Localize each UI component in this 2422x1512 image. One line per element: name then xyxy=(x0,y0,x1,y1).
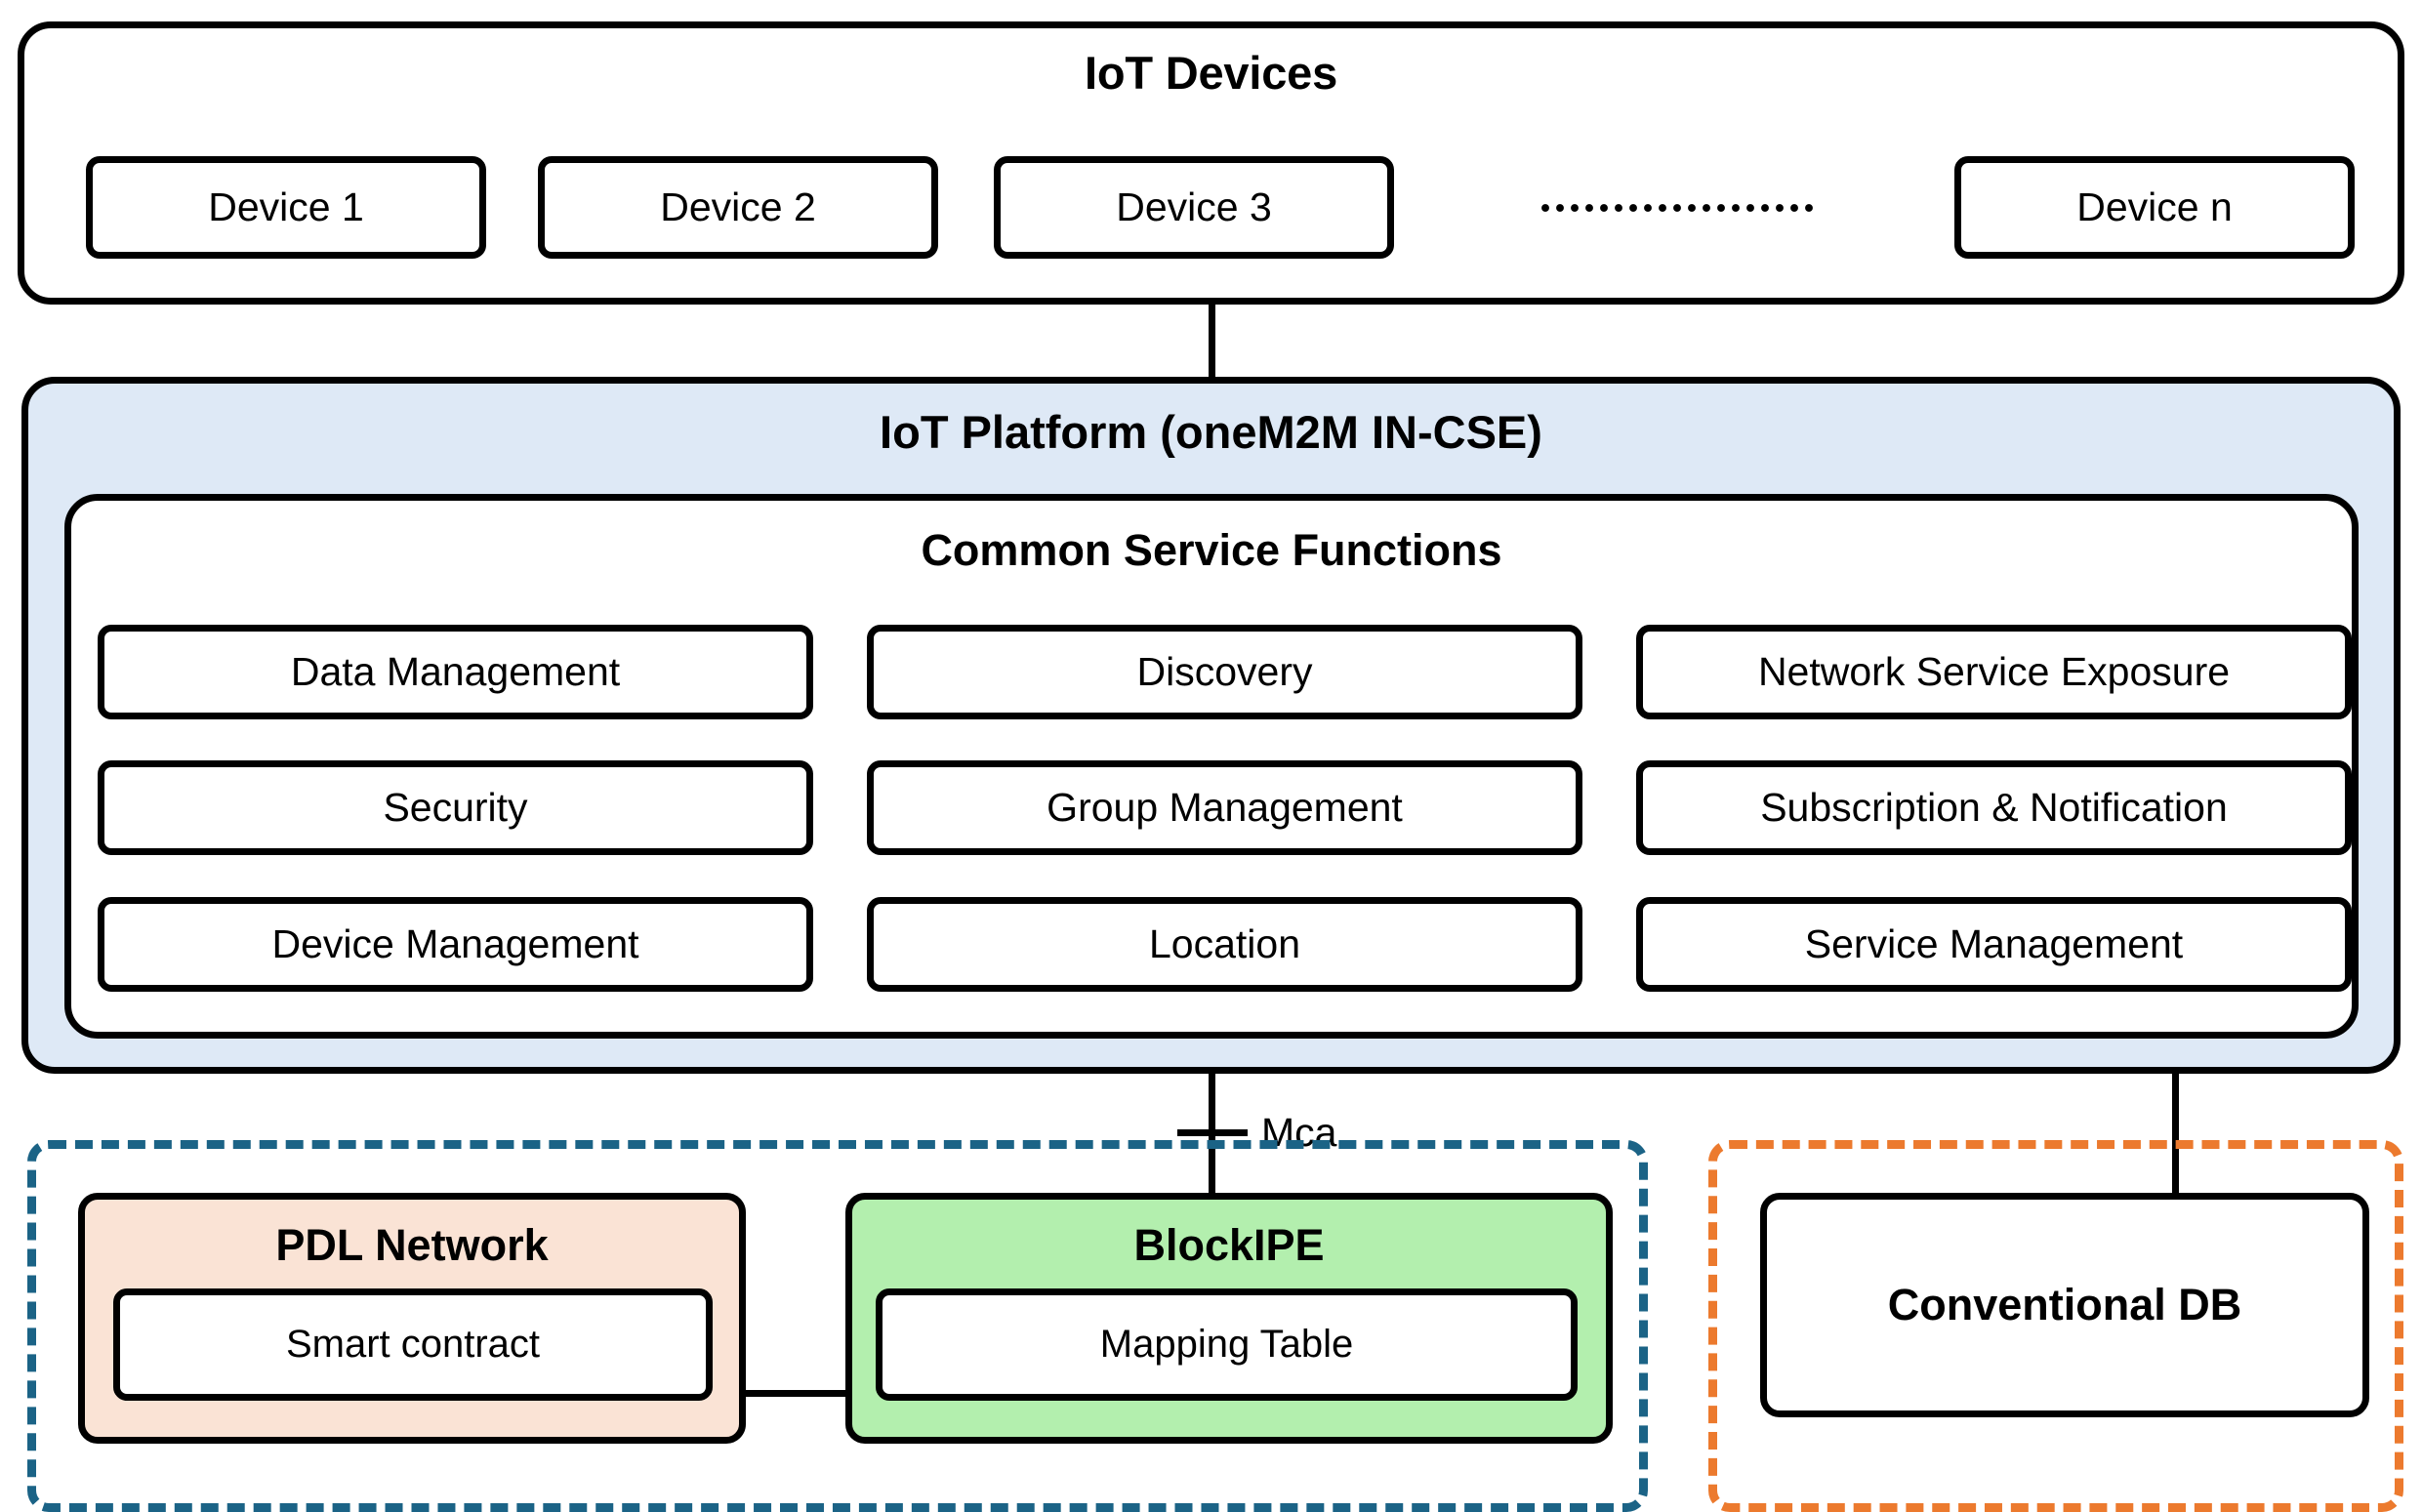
csf-item-data-management[interactable]: Data Management xyxy=(98,625,813,719)
mca-reference-point-tick xyxy=(1177,1129,1248,1136)
csf-item-discovery[interactable]: Discovery xyxy=(867,625,1582,719)
csf-item-label: Network Service Exposure xyxy=(1757,649,2231,694)
devices-ellipsis-icon xyxy=(1540,203,1819,213)
csf-item-label: Location xyxy=(1148,921,1300,966)
common-service-functions-title: Common Service Functions xyxy=(921,525,1502,575)
device-label: Device 3 xyxy=(1116,184,1272,229)
connector-devices-to-platform xyxy=(1209,301,1215,381)
device-label: Device 2 xyxy=(660,184,816,229)
csf-item-group-management[interactable]: Group Management xyxy=(867,760,1582,855)
pdl-smart-contract-box[interactable]: Smart contract xyxy=(113,1288,713,1401)
csf-item-location[interactable]: Location xyxy=(867,897,1582,992)
device-box-2[interactable]: Device 2 xyxy=(538,156,938,259)
csf-item-security[interactable]: Security xyxy=(98,760,813,855)
conventional-db-region xyxy=(1708,1140,2403,1512)
blockipe-title: BlockIPE xyxy=(1133,1220,1325,1270)
csf-item-label: Group Management xyxy=(1047,785,1403,830)
device-box-3[interactable]: Device 3 xyxy=(994,156,1394,259)
blockipe-mapping-table-label: Mapping Table xyxy=(1099,1323,1354,1366)
iot-devices-title: IoT Devices xyxy=(1084,46,1338,99)
device-box-n[interactable]: Device n xyxy=(1954,156,2355,259)
device-label: Device 1 xyxy=(208,184,364,229)
csf-item-label: Data Management xyxy=(290,649,621,694)
connector-pdl-to-blockipe xyxy=(742,1390,855,1397)
conventional-db-box[interactable]: Conventional DB xyxy=(1760,1193,2369,1417)
csf-item-label: Service Management xyxy=(1804,921,2184,966)
device-box-1[interactable]: Device 1 xyxy=(86,156,486,259)
device-label: Device n xyxy=(2076,184,2233,229)
csf-item-label: Device Management xyxy=(271,921,639,966)
blockipe-mapping-table-box[interactable]: Mapping Table xyxy=(876,1288,1578,1401)
iot-platform-title: IoT Platform (oneM2M IN-CSE) xyxy=(880,405,1542,458)
csf-item-label: Subscription & Notification xyxy=(1760,785,2228,830)
pdl-smart-contract-label: Smart contract xyxy=(285,1323,541,1366)
csf-item-service-management[interactable]: Service Management xyxy=(1636,897,2352,992)
csf-item-label: Security xyxy=(383,785,528,830)
csf-item-network-service-exposure[interactable]: Network Service Exposure xyxy=(1636,625,2352,719)
connector-platform-to-conventional-db xyxy=(2172,1072,2179,1194)
pdl-network-title: PDL Network xyxy=(275,1220,549,1270)
conventional-db-label: Conventional DB xyxy=(1887,1280,2242,1329)
csf-item-label: Discovery xyxy=(1136,649,1313,694)
pdl-blockipe-region xyxy=(27,1140,1648,1512)
csf-item-subscription-notification[interactable]: Subscription & Notification xyxy=(1636,760,2352,855)
csf-item-device-management[interactable]: Device Management xyxy=(98,897,813,992)
